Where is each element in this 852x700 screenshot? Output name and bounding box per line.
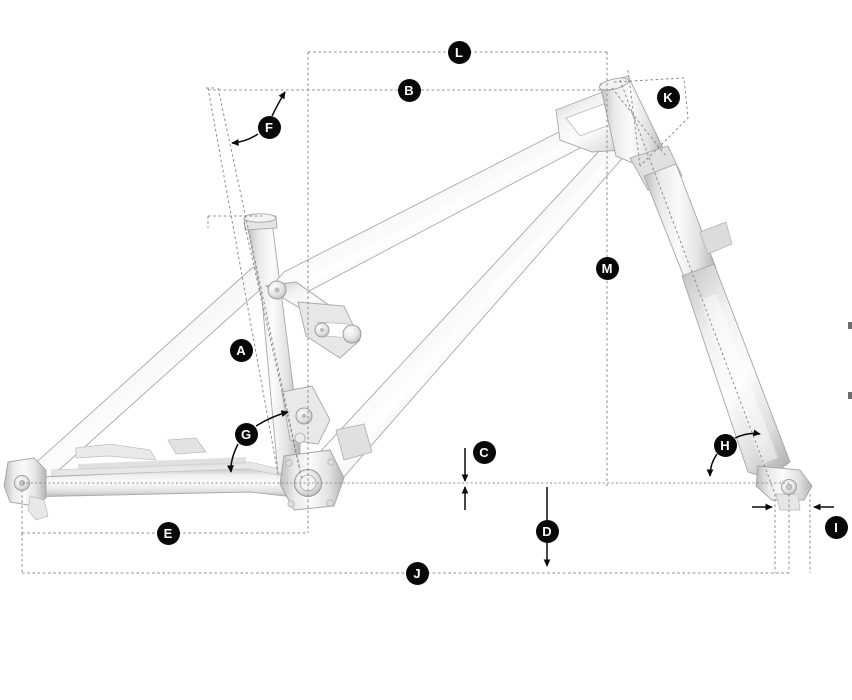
bb-bolt-1: [285, 459, 293, 467]
dimension-guides: [21, 51, 811, 574]
fork-stanchion: [643, 163, 717, 283]
guide-head-tube-box-upper: [613, 77, 689, 167]
guide-steering-axis: [619, 79, 776, 495]
fork-arch-detail: [699, 221, 733, 255]
geometry-label-c[interactable]: C: [472, 440, 496, 464]
seat-tube-opening: [243, 213, 277, 223]
geometry-label-d[interactable]: D: [535, 519, 559, 543]
down-tube-highlight: [360, 166, 606, 440]
geometry-label-j[interactable]: J: [405, 561, 429, 585]
geometry-label-k[interactable]: K: [656, 85, 680, 109]
bb-bolt-4: [326, 499, 334, 507]
head-tube-top-cup: [598, 77, 630, 91]
edge-marks: [848, 322, 852, 399]
geometry-label-l[interactable]: L: [447, 40, 471, 64]
guide-head-tube-axis: [627, 69, 641, 167]
pivot-bolt-upper: [294, 432, 306, 444]
shock-mount-pivot: [342, 324, 362, 344]
main-pivot-center: [301, 413, 307, 419]
fork-leg-highlight: [700, 294, 778, 464]
arrow-seat-angle-act-up: [255, 410, 289, 427]
rocker-pivot-mid-center: [319, 327, 325, 333]
geometry-label-i[interactable]: I: [824, 515, 848, 539]
geometry-label-b[interactable]: B: [397, 78, 421, 102]
arrow-seat-angle-eff-down: [231, 133, 259, 146]
bicycle-frame-artwork: [3, 75, 813, 521]
rocker-pivot-upper-center: [274, 287, 280, 293]
geometry-label-f[interactable]: F: [257, 115, 281, 139]
bb-bolt-2: [327, 458, 335, 466]
geometry-label-h[interactable]: H: [713, 433, 737, 457]
geometry-label-m[interactable]: M: [595, 256, 619, 280]
front-axle-center: [786, 484, 792, 490]
geometry-label-a[interactable]: A: [229, 338, 253, 362]
brake-caliper-mount: [775, 493, 801, 511]
arrow-head-angle-up: [734, 429, 761, 439]
guide-head-tube-diagonal: [611, 87, 667, 157]
arrow-head-angle-down: [706, 453, 718, 477]
seatstay-bridge: [167, 437, 207, 455]
geometry-label-e[interactable]: E: [156, 521, 180, 545]
arrow-seat-angle-act-down: [227, 443, 239, 473]
edge-mark-upper: [848, 322, 852, 329]
brake-mount-arm: [75, 443, 157, 461]
edge-mark-lower: [848, 392, 852, 399]
derailleur-hanger: [27, 495, 49, 521]
arrow-seat-angle-eff-up: [271, 91, 286, 117]
shock-lower-mount: [335, 423, 373, 461]
chain-stay-hatch: [78, 457, 246, 470]
bb-bolt-3: [287, 500, 295, 508]
top-tube-highlight: [300, 126, 600, 290]
guide-actual-seat-tube-axis: [243, 221, 303, 481]
geometry-label-g[interactable]: G: [234, 422, 258, 446]
